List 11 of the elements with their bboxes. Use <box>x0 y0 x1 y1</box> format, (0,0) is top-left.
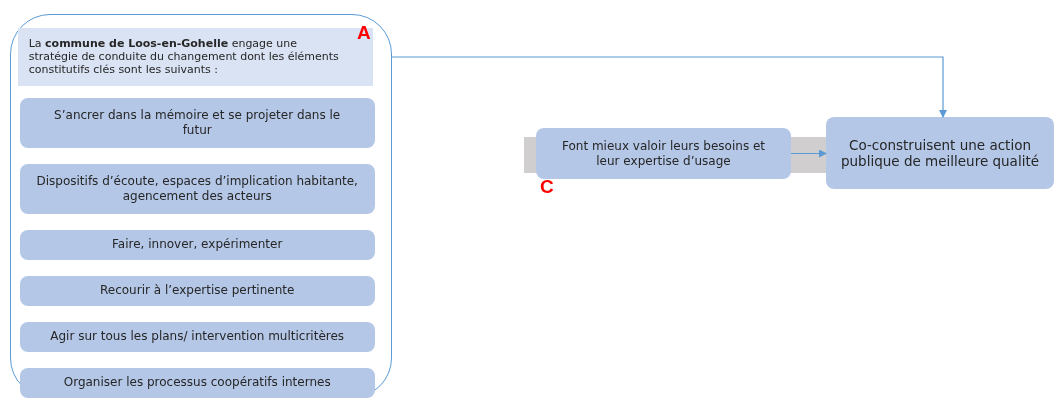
outcome-box: Co-construisent une action publique de meilleure qualité <box>826 117 1054 189</box>
arrow <box>391 56 947 118</box>
process-box: Organiser les processus coopératifs internes <box>19 367 375 398</box>
arrow <box>790 149 827 158</box>
process-box: Recourir à l’expertise pertinente <box>19 275 375 306</box>
process-box: S’ancrer dans la mémoire et se projeter dans le futur <box>19 97 375 148</box>
process-box: Faire, innover, expérimenter <box>19 229 375 260</box>
process-box: Agir sur tous les plans/ intervention multicritères <box>19 321 375 352</box>
panel-letter: C <box>540 177 554 196</box>
process-box: Dispositifs d’écoute, espaces d’implication habitante, agencement des acteurs <box>19 163 375 214</box>
rounded-frame <box>10 14 392 398</box>
